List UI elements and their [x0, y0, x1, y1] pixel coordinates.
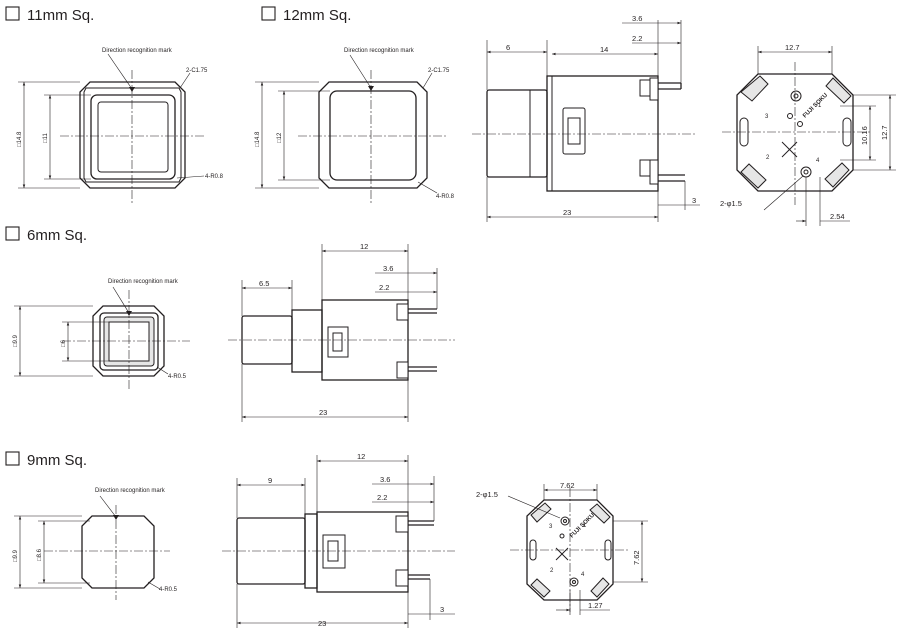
dim-3-9mm: 3	[440, 605, 444, 614]
section-12mm: 12mm Sq. Direction recognition mark 2-C1…	[255, 6, 455, 205]
side-view-9mm	[222, 511, 455, 593]
dim-7-62-height: 7.62	[632, 550, 641, 565]
radius-label-11mm: 4-R0.8	[205, 174, 224, 180]
dim-23-side: 23	[563, 208, 571, 217]
front-view-11mm	[60, 70, 205, 205]
checkbox-12mm[interactable]	[261, 6, 276, 21]
dim-3-side: 3	[692, 196, 696, 205]
side-view-11-12	[472, 75, 695, 192]
front-view-12mm	[298, 70, 447, 205]
hole-label-9mm: 2-φ1.5	[476, 490, 498, 499]
section-9mm: 9mm Sq. Direction recognition mark 4-R0.…	[5, 451, 178, 600]
side-view-6mm	[228, 299, 455, 381]
pin-1-label-9mm: 1	[583, 523, 587, 529]
pin-2-label-9mm: 2	[550, 568, 554, 574]
dim-11: □11	[43, 132, 49, 143]
dim-3-6-6mm: 3.6	[383, 264, 393, 273]
dim-6-sq: □6	[61, 339, 67, 347]
bottom-view-9mm	[510, 488, 630, 612]
direction-mark-label-12mm: Direction recognition mark	[344, 48, 415, 54]
section-title-12mm: 12mm Sq.	[283, 7, 351, 24]
radius-label-9mm: 4-R0.5	[159, 587, 178, 593]
pin-4-label-9mm: 4	[581, 572, 585, 578]
dim-3-6-side: 3.6	[632, 14, 642, 23]
dim-10-16: 10.16	[860, 126, 869, 145]
section-title-9mm: 9mm Sq.	[27, 452, 87, 469]
dim-12-9mm: 12	[357, 452, 365, 461]
front-view-6mm	[62, 290, 190, 390]
dim-6-5: 6.5	[259, 279, 269, 288]
dim-14-8-11mm: □14.8	[17, 131, 23, 147]
dim-23-6mm: 23	[319, 408, 327, 417]
dim-6-side: 6	[506, 43, 510, 52]
dim-14-8-12mm: □14.8	[255, 131, 261, 147]
dim-9: 9	[268, 476, 272, 485]
dim-8-6: □8.6	[37, 548, 43, 561]
checkbox-6mm[interactable]	[5, 226, 20, 241]
front-view-9mm	[44, 505, 170, 600]
dim-14-side: 14	[600, 45, 608, 54]
dim-12-6mm: 12	[360, 242, 368, 251]
brand-label: FUJI SOKU	[802, 93, 829, 120]
pin-2-label: 2	[766, 155, 770, 161]
dim-1-27: 1.27	[588, 601, 603, 610]
section-title-11mm: 11mm Sq.	[27, 7, 94, 24]
dim-2-54: 2.54	[830, 212, 845, 221]
dim-3-6-9mm: 3.6	[380, 475, 390, 484]
dim-2-2-side: 2.2	[632, 34, 642, 43]
dim-7-62-width: 7.62	[560, 481, 575, 490]
radius-label-12mm: 4-R0.8	[436, 194, 455, 200]
dim-12: □12	[277, 132, 283, 143]
dim-9-9-9mm: □9.9	[13, 549, 19, 562]
bottom-view-11-12	[722, 62, 870, 205]
dim-9-9-6mm: □9.9	[13, 334, 19, 347]
pin-1-label: 1	[818, 103, 822, 109]
radius-label-6mm: 4-R0.5	[168, 374, 187, 380]
dim-12-7-height: 12.7	[880, 125, 889, 140]
dim-2-2-9mm: 2.2	[377, 493, 387, 502]
dim-23-9mm: 23	[318, 619, 326, 628]
direction-mark-label-6mm: Direction recognition mark	[108, 279, 179, 285]
checkbox-11mm[interactable]	[5, 6, 20, 21]
section-11mm: 11mm Sq. Direction recognition mark 2-C1…	[5, 6, 224, 205]
pin-3-label: 3	[765, 114, 769, 120]
dim-2-2-6mm: 2.2	[379, 283, 389, 292]
pin-3-label-9mm: 3	[549, 524, 553, 530]
pin-4-label: 4	[816, 158, 820, 164]
direction-mark-label-11mm: Direction recognition mark	[102, 48, 173, 54]
chamfer-label-12mm: 2-C1.75	[428, 68, 450, 74]
section-6mm: 6mm Sq. Direction recognition mark 4-R0.…	[5, 226, 190, 390]
dim-12-7-width: 12.7	[785, 43, 800, 52]
hole-label-12mm: 2-φ1.5	[720, 199, 742, 208]
section-title-6mm: 6mm Sq.	[27, 227, 87, 244]
direction-mark-label-9mm: Direction recognition mark	[95, 488, 166, 494]
chamfer-label-11mm: 2-C1.75	[186, 68, 208, 74]
checkbox-9mm[interactable]	[5, 451, 20, 466]
